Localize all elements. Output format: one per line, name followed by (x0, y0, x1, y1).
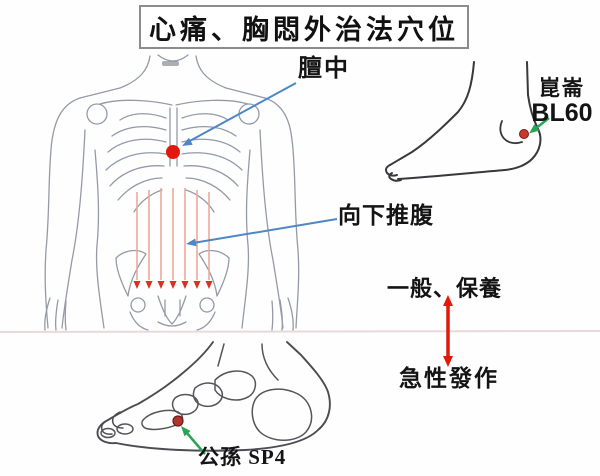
downward-arrowheads (133, 281, 213, 289)
push-abdomen-label: 向下推腹 (338, 203, 434, 228)
ankle-illustration (385, 61, 542, 182)
abdomen-stroke-lines (133, 188, 213, 289)
gongsun-pointer-arrow (181, 426, 206, 455)
kunlun-point-dot (519, 129, 529, 139)
danzhong-point-dot (166, 145, 180, 159)
general-acute-double-arrow (443, 295, 453, 367)
page-title: 心痛、胸悶外治法穴位 (149, 14, 459, 45)
section-divider-line (0, 330, 600, 333)
title-box: 心痛、胸悶外治法穴位 (139, 5, 469, 49)
foot-skeleton-illustration (96, 341, 331, 452)
kunlun-pointer-arrow (529, 117, 550, 134)
torso-illustration (44, 54, 300, 331)
danzhong-pointer-arrow (182, 82, 297, 146)
general-care-label: 一般、保養 (387, 276, 503, 301)
push-abdomen-pointer-arrow (186, 218, 338, 247)
kunlun-code: BL60 (531, 98, 593, 127)
gongsun-label: 公孫 SP4 (198, 445, 287, 469)
kunlun-name: 崑崙 (539, 76, 585, 100)
kunlun-label: 崑崙 BL60 (523, 77, 600, 127)
acute-attack-label: 急性發作 (399, 366, 499, 391)
danzhong-label: 膻中 (298, 56, 350, 82)
gongsun-point-dot (172, 415, 184, 427)
